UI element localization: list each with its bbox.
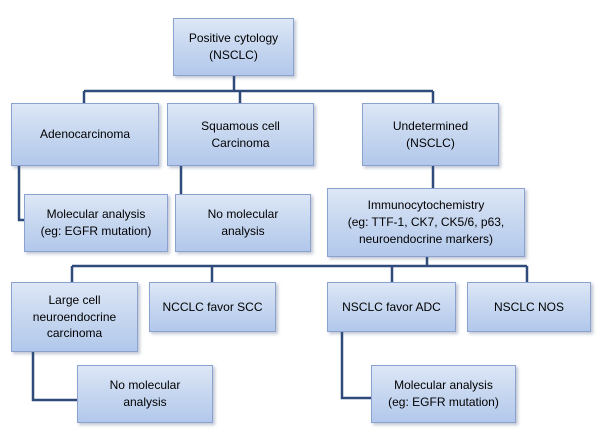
undetermined-label: Undetermined (NSCLC) [392, 118, 469, 150]
no-molecular-analysis-node: No molecular analysis [175, 194, 311, 252]
connector-largecell-to-no-molecular [31, 352, 77, 402]
nsclc-nos-label: NSCLC NOS [493, 299, 564, 314]
immunocytochemistry-node: Immunocytochemistry (eg: TTF-1, CK7, CK5… [327, 188, 525, 257]
connector-adeno-to-molecular [17, 166, 24, 222]
squamous-node: Squamous cell Carcinoma [167, 103, 314, 166]
favor-adc-label: NSCLC favor ADC [342, 299, 441, 314]
molecular-analysis-label: Molecular analysis (eg: EGFR mutation) [40, 207, 152, 238]
large-cell-node: Large cell neuroendocrine carcinoma [11, 282, 138, 352]
connector-adc-to-molecular [340, 332, 371, 400]
connector-root-to-level1 [82, 76, 435, 103]
no-molecular-analysis-label-2: No molecular analysis [109, 378, 181, 409]
favor-adc-node: NSCLC favor ADC [327, 282, 456, 332]
connector-icc-to-subtypes [70, 257, 529, 282]
adenocarcinoma-label: Adenocarcinoma [39, 127, 131, 142]
positive-cytology-label: Positive cytology (NSCLC) [188, 31, 279, 62]
no-molecular-analysis-label: No molecular analysis [207, 207, 279, 238]
large-cell-label: Large cell neuroendocrine carcinoma [32, 292, 117, 341]
molecular-analysis-node-2: Molecular analysis (eg: EGFR mutation) [371, 365, 516, 423]
molecular-analysis-node: Molecular analysis (eg: EGFR mutation) [24, 194, 168, 252]
undetermined-node: Undetermined (NSCLC) [362, 103, 499, 166]
nsclc-nos-node: NSCLC NOS [467, 282, 591, 332]
positive-cytology-node: Positive cytology (NSCLC) [173, 18, 294, 76]
no-molecular-analysis-node-2: No molecular analysis [77, 365, 213, 423]
squamous-label: Squamous cell Carcinoma [201, 118, 280, 150]
adenocarcinoma-node: Adenocarcinoma [11, 103, 159, 166]
favor-scc-node: NCCLC favor SCC [149, 282, 276, 332]
favor-scc-label: NCCLC favor SCC [162, 299, 263, 314]
immunocytochemistry-label: Immunocytochemistry (eg: TTF-1, CK7, CK5… [347, 198, 505, 246]
molecular-analysis-label-2: Molecular analysis (eg: EGFR mutation) [388, 378, 499, 409]
